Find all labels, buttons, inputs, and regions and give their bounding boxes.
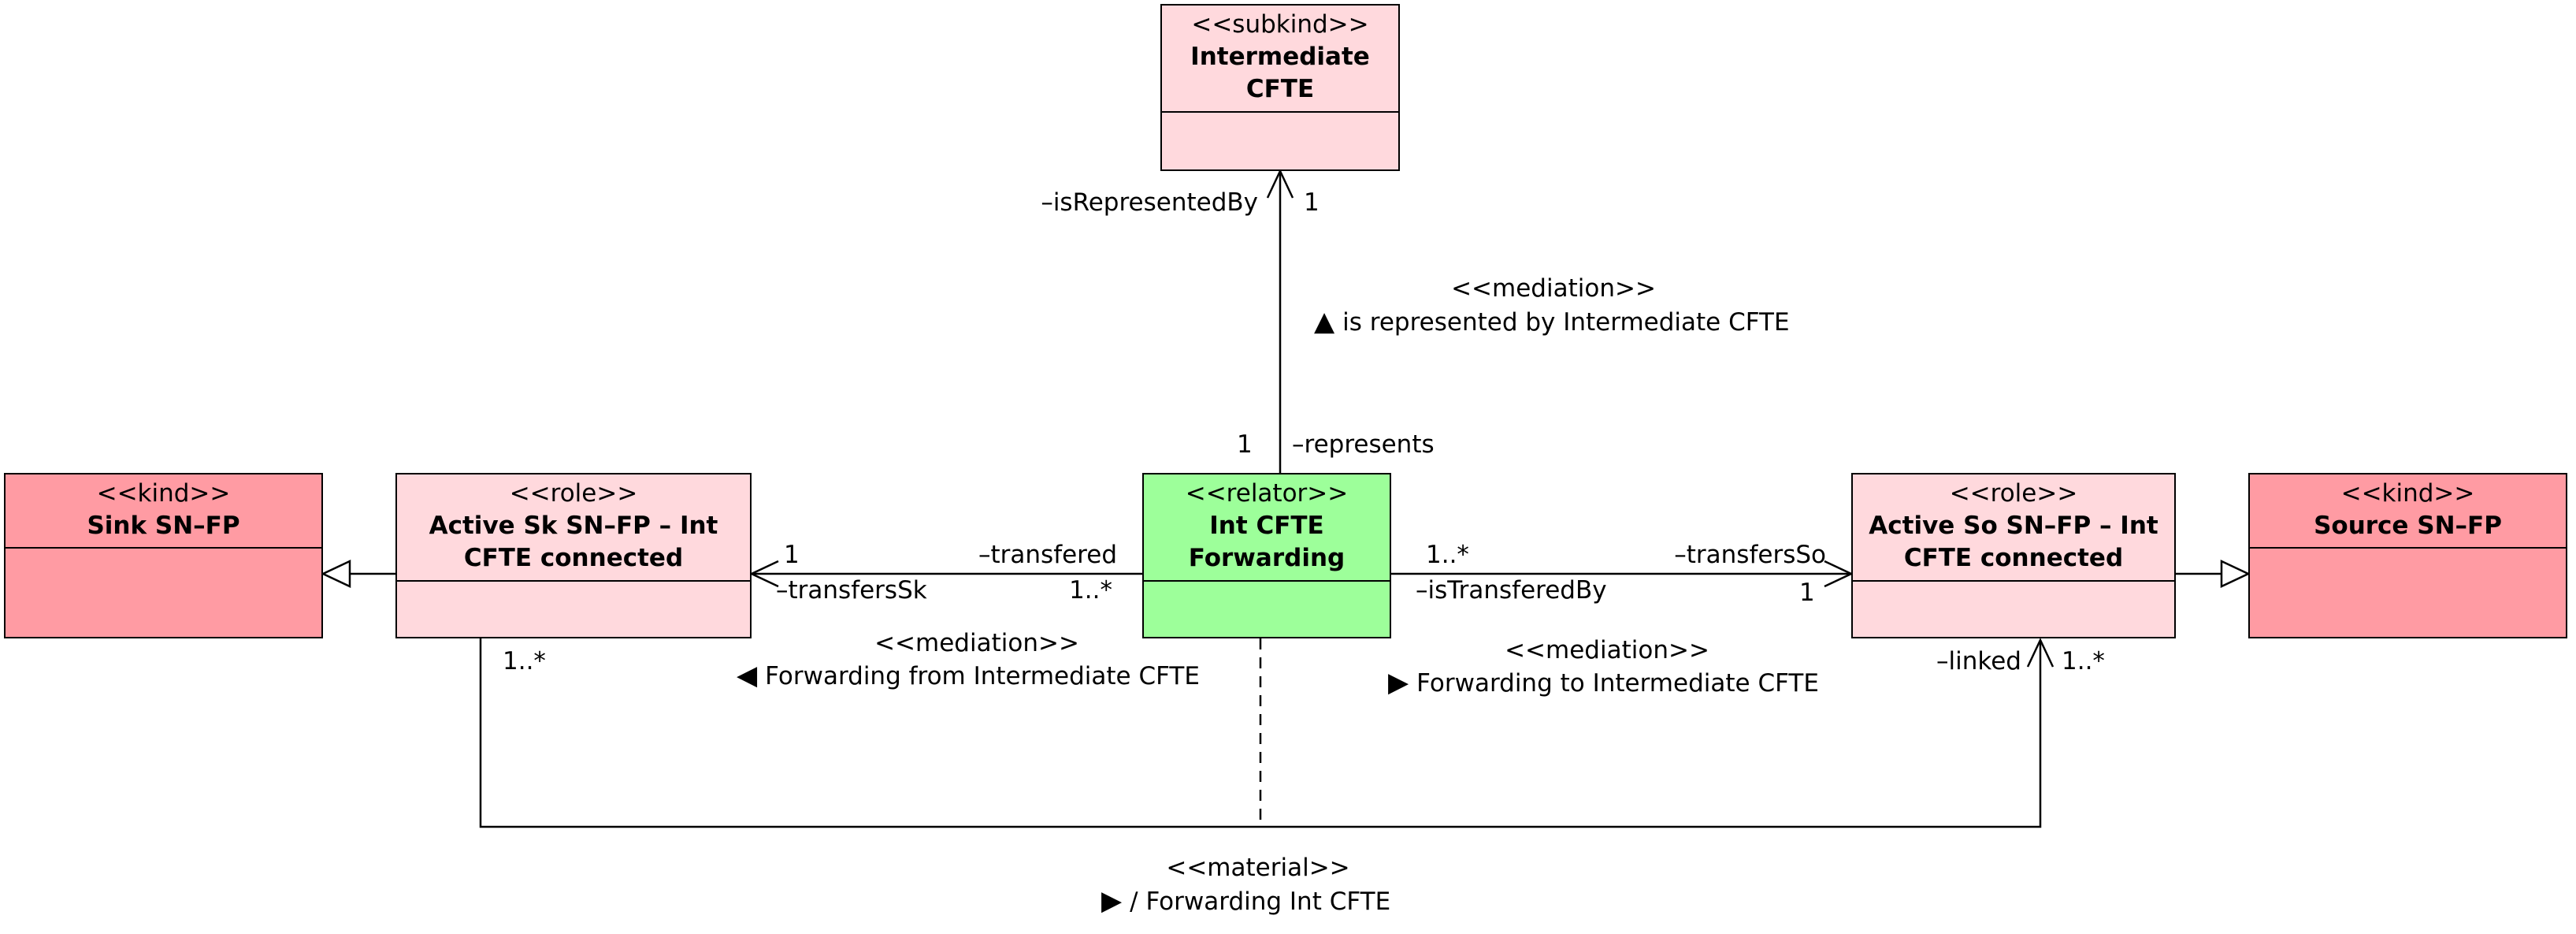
class-name: CFTE xyxy=(1245,75,1315,103)
multiplicity-label: 1 xyxy=(784,541,800,569)
class-header: <<relator>> Int CFTE Forwarding xyxy=(1144,474,1390,582)
class-header: <<subkind>> Intermediate CFTE xyxy=(1162,6,1398,113)
multiplicity-label: 1 xyxy=(1799,579,1815,607)
multiplicity-label: 1 xyxy=(1304,188,1320,217)
association-name: ▶Forwarding to Intermediate CFTE xyxy=(1388,667,1819,698)
class-header: <<role>> Active So SN–FP – Int CFTE conn… xyxy=(1853,474,2174,582)
class-active-so-sn-fp[interactable]: <<role>> Active So SN–FP – Int CFTE conn… xyxy=(1851,473,2176,638)
association-name: ◀Forwarding from Intermediate CFTE xyxy=(737,660,1200,691)
class-intermediate-cfte[interactable]: <<subkind>> Intermediate CFTE xyxy=(1160,4,1400,171)
stereotype-label: <<relator>> xyxy=(1185,479,1349,508)
triangle-left-icon: ◀ xyxy=(737,660,758,691)
class-name: Intermediate xyxy=(1190,43,1370,71)
class-header: <<kind>> Source SN–FP xyxy=(2250,474,2566,549)
stereotype-label: <<subkind>> xyxy=(1191,10,1369,39)
triangle-up-icon: ▲ xyxy=(1314,306,1335,337)
class-name: CFTE connected xyxy=(1903,544,2124,572)
role-label: –transfered xyxy=(978,541,1117,569)
role-label: –linked xyxy=(1936,647,2021,675)
association-stereotype: <<mediation>> xyxy=(1505,636,1709,664)
multiplicity-label: 1..* xyxy=(503,647,546,675)
role-label: –transfersSo xyxy=(1674,541,1826,569)
arrowhead-left-icon xyxy=(749,560,779,588)
association-name: ▲is represented by Intermediate CFTE xyxy=(1314,306,1790,337)
role-label: –isRepresentedBy xyxy=(1041,188,1258,217)
multiplicity-label: 1..* xyxy=(1426,541,1469,569)
stereotype-label: <<role>> xyxy=(1949,479,2078,508)
class-int-cfte-forwarding[interactable]: <<relator>> Int CFTE Forwarding xyxy=(1142,473,1391,638)
multiplicity-label: 1..* xyxy=(1069,576,1112,605)
class-name: Sink SN–FP xyxy=(87,512,240,540)
association-stereotype: <<mediation>> xyxy=(874,629,1079,657)
generalization-triangle-icon xyxy=(321,560,351,588)
arrowhead-up-icon xyxy=(1266,169,1294,199)
multiplicity-label: 1 xyxy=(1237,430,1253,459)
class-header: <<role>> Active Sk SN–FP – Int CFTE conn… xyxy=(397,474,750,582)
association-stereotype: <<mediation>> xyxy=(1451,274,1656,303)
association-name: ▶/ Forwarding Int CFTE xyxy=(1101,885,1391,917)
class-name: Active So SN–FP – Int xyxy=(1869,512,2158,540)
role-label: –transfersSk xyxy=(776,576,927,605)
role-label: –isTransferedBy xyxy=(1416,576,1607,605)
triangle-right-icon: ▶ xyxy=(1101,885,1123,917)
class-header: <<kind>> Sink SN–FP xyxy=(6,474,321,549)
class-active-sk-sn-fp[interactable]: <<role>> Active Sk SN–FP – Int CFTE conn… xyxy=(395,473,752,638)
multiplicity-label: 1..* xyxy=(2062,647,2105,675)
class-source-sn-fp[interactable]: <<kind>> Source SN–FP xyxy=(2248,473,2567,638)
class-name: CFTE connected xyxy=(463,544,684,572)
class-sink-sn-fp[interactable]: <<kind>> Sink SN–FP xyxy=(4,473,323,638)
arrowhead-up-icon xyxy=(2026,638,2054,668)
class-name: Forwarding xyxy=(1188,544,1346,572)
class-name: Source SN–FP xyxy=(2314,512,2502,540)
class-name: Active Sk SN–FP – Int xyxy=(429,512,718,540)
role-label: –represents xyxy=(1292,430,1435,459)
generalization-triangle-icon xyxy=(2220,560,2251,588)
material-association-line xyxy=(479,638,2042,828)
stereotype-label: <<kind>> xyxy=(2340,479,2475,508)
triangle-right-icon: ▶ xyxy=(1388,667,1409,698)
class-name: Int CFTE xyxy=(1209,512,1324,540)
stereotype-label: <<role>> xyxy=(509,479,638,508)
stereotype-label: <<kind>> xyxy=(96,479,231,508)
association-stereotype: <<material>> xyxy=(1166,854,1350,882)
